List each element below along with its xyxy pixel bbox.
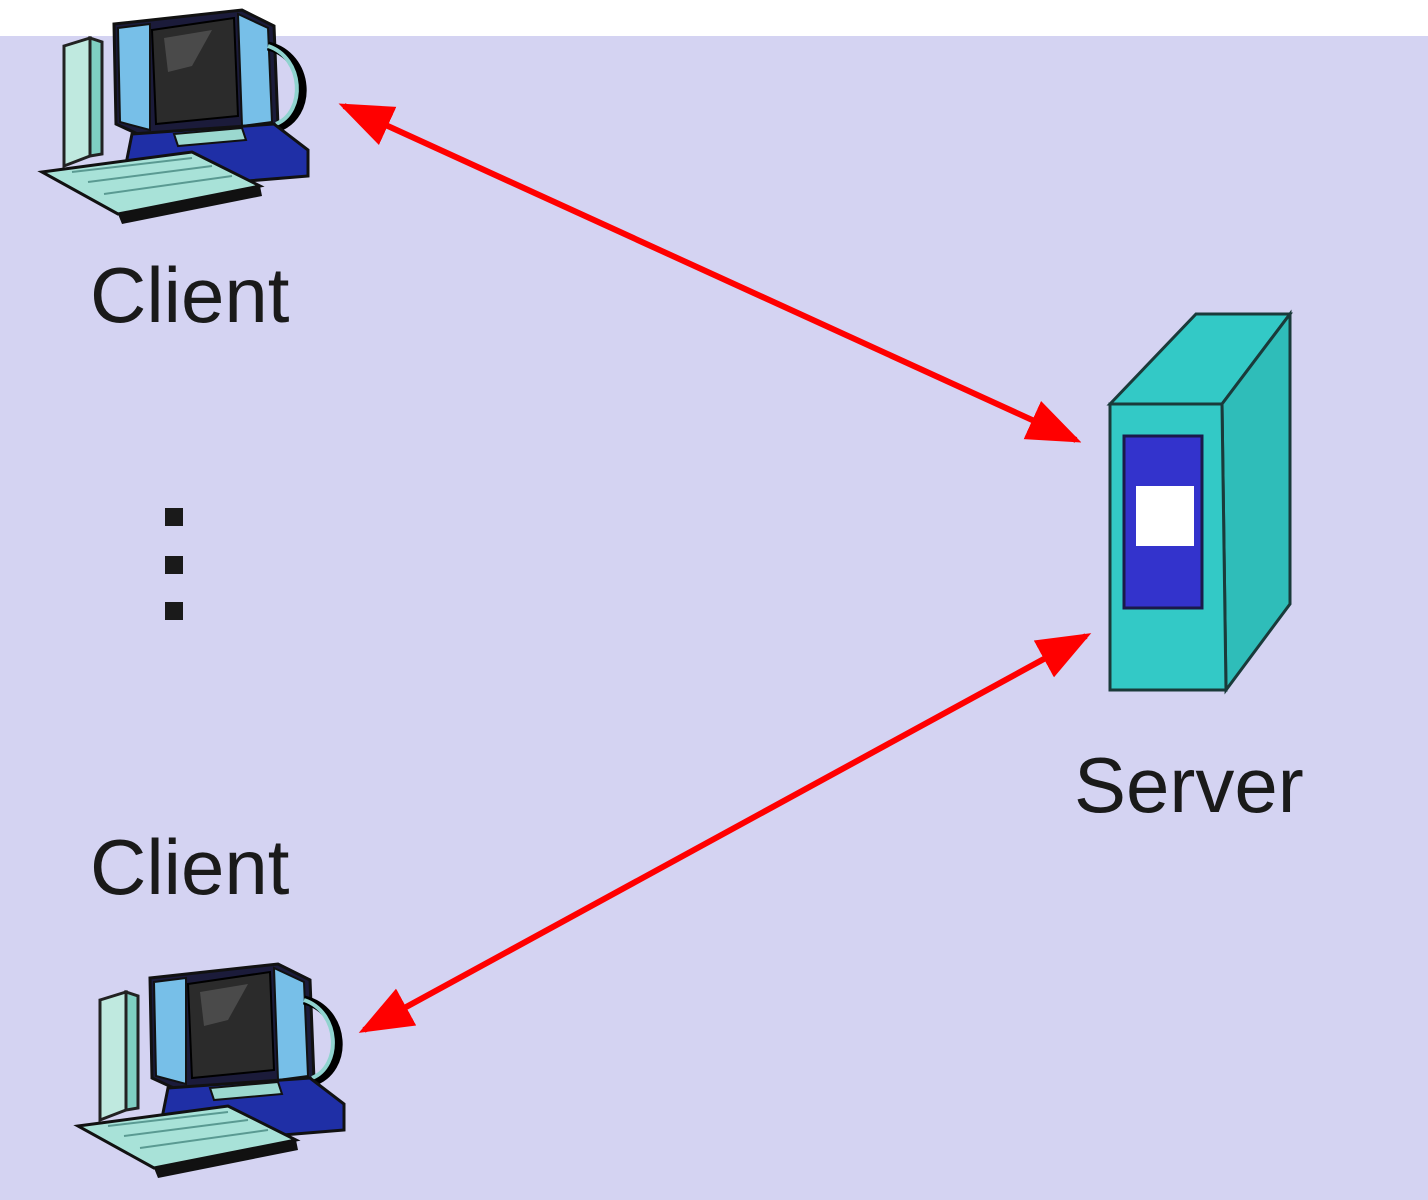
connection-arrow-top	[338, 103, 1082, 443]
client-label: Client	[90, 251, 290, 339]
client-computer-icon	[78, 964, 344, 1178]
client-computer-icon	[42, 10, 308, 224]
server-label: Server	[1074, 741, 1304, 829]
ellipsis-dots	[165, 508, 183, 620]
connection-arrow-bottom	[358, 633, 1092, 1033]
client-label: Client	[90, 823, 290, 911]
server-tower-icon	[1106, 309, 1294, 695]
